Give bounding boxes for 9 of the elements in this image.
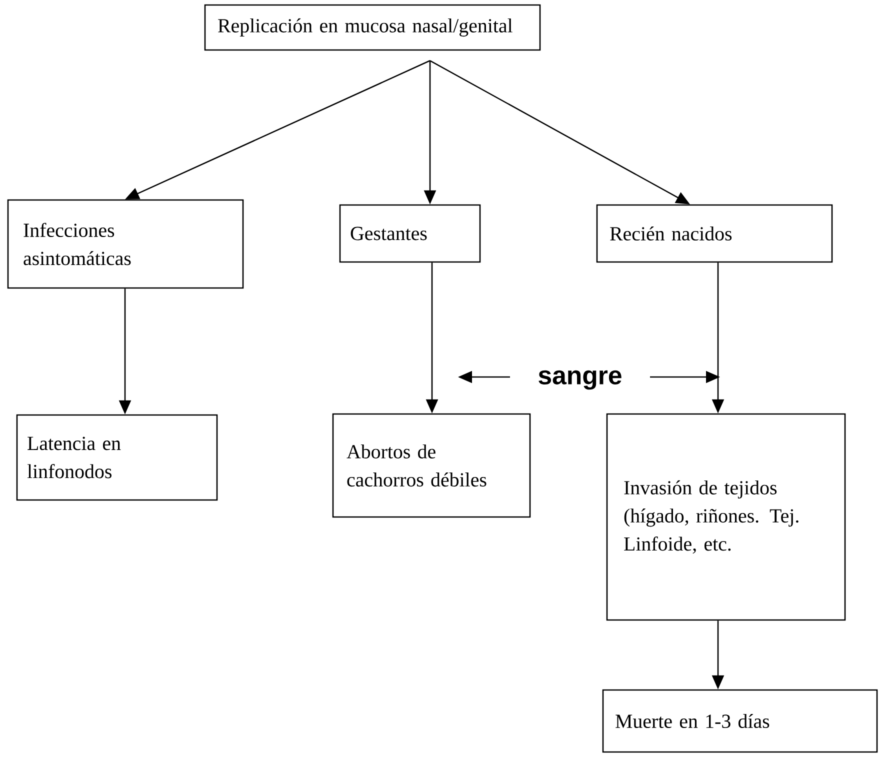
process-box: Invasión de tejidos (hígado, riñones. Tej. Linfoide, etc.	[606, 413, 846, 621]
process-box: Abortos de cachorros débiles	[332, 413, 531, 518]
process-box: Gestantes	[339, 204, 481, 263]
process-box: Latencia en linfonodos	[16, 414, 218, 501]
process-box: Infecciones asintomáticas	[7, 199, 244, 289]
blood-label: sangre	[538, 370, 622, 390]
process-box: Replicación en mucosa nasal/genital	[204, 4, 541, 51]
process-box: Muerte en 1-3 días	[602, 689, 878, 753]
process-box: Recién nacidos	[596, 204, 833, 263]
